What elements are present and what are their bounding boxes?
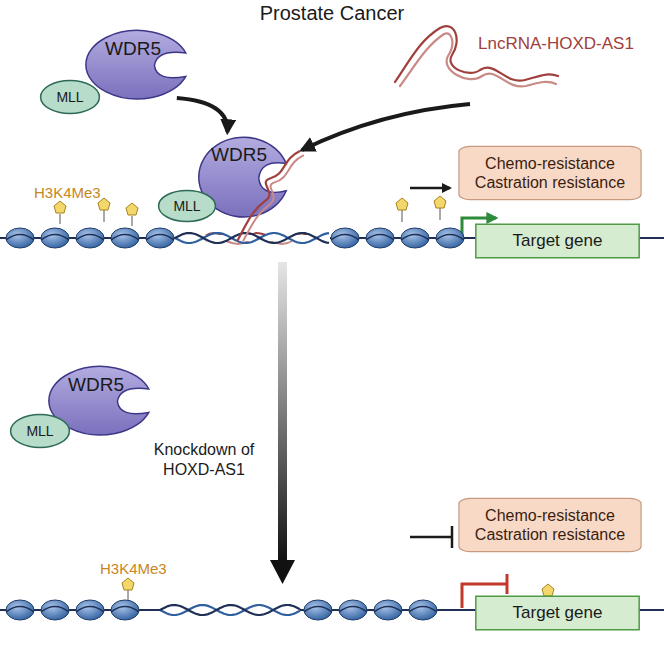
dna-wrap bbox=[436, 235, 464, 241]
dna-wrap bbox=[401, 235, 429, 241]
dna-wrap bbox=[41, 607, 69, 613]
nucleosome bbox=[6, 600, 34, 620]
dna-wrap bbox=[409, 607, 437, 613]
nucleosome bbox=[76, 228, 104, 248]
phenotype-box bbox=[459, 498, 641, 551]
dna-wrap bbox=[6, 235, 34, 241]
dna-wrap bbox=[366, 235, 394, 241]
phenotype-box: Chemo-resistance Castration resistance bbox=[458, 146, 642, 200]
helix-strand bbox=[160, 605, 300, 615]
diagram-title: Prostate Cancer bbox=[0, 2, 664, 25]
node-text: Chemo-resistance Castration resistance bbox=[466, 154, 634, 192]
wdr5-node: WDR5 bbox=[85, 26, 197, 98]
nucleosome bbox=[366, 228, 394, 248]
nucleosome bbox=[304, 600, 332, 620]
binding-arrow bbox=[177, 98, 228, 132]
nucleosome bbox=[111, 600, 139, 620]
inhibition-arrow bbox=[410, 526, 452, 548]
mll-node: MLL bbox=[10, 414, 70, 448]
nucleosome bbox=[409, 600, 437, 620]
step-label: Knockdown of HOXD-AS1 bbox=[140, 440, 268, 480]
lncrna-in-pocket bbox=[243, 155, 304, 241]
node-text: MLL bbox=[173, 198, 200, 215]
node-text: MLL bbox=[56, 89, 83, 106]
histone-mark-label: H3K4Me3 bbox=[100, 560, 167, 577]
node-text: Chemo-resistance Castration resistance bbox=[466, 506, 634, 544]
helix-strand bbox=[175, 233, 329, 243]
nucleosome bbox=[339, 600, 367, 620]
dna-wrap bbox=[6, 607, 34, 613]
mll-node: MLL bbox=[158, 190, 216, 222]
nucleosome bbox=[41, 228, 69, 248]
dna-wrap bbox=[41, 235, 69, 241]
gene-box bbox=[476, 224, 639, 258]
dna-wrap bbox=[76, 235, 104, 241]
node-text: Target gene bbox=[513, 603, 603, 623]
activation-arrow bbox=[410, 187, 450, 190]
dna-wrap bbox=[339, 607, 367, 613]
nucleosome bbox=[76, 600, 104, 620]
helix-strand bbox=[160, 605, 300, 615]
nucleosome bbox=[146, 228, 174, 248]
node-text: MLL bbox=[26, 423, 53, 440]
nucleosome bbox=[374, 600, 402, 620]
mll-protein bbox=[159, 190, 216, 221]
gene-box: Target gene bbox=[475, 596, 640, 630]
phenotype-box: Chemo-resistance Castration resistance bbox=[458, 498, 642, 552]
node-shape bbox=[458, 146, 642, 200]
mll-protein bbox=[11, 414, 70, 447]
dna-wrap bbox=[304, 607, 332, 613]
dna-wrap bbox=[374, 607, 402, 613]
dna-wrap bbox=[146, 235, 174, 241]
nucleosome bbox=[401, 228, 429, 248]
node-text: Target gene bbox=[513, 231, 603, 251]
nucleosome bbox=[436, 228, 464, 248]
phenotype-box bbox=[459, 146, 641, 199]
node-text: WDR5 bbox=[68, 374, 124, 397]
nucleosome bbox=[6, 228, 34, 248]
node-shape bbox=[85, 26, 197, 98]
knockdown-arrow bbox=[270, 262, 295, 584]
node-text: WDR5 bbox=[105, 38, 161, 61]
node-text: WDR5 bbox=[211, 144, 267, 167]
nucleosome bbox=[331, 228, 359, 248]
dna-wrap bbox=[76, 607, 104, 613]
mll-node: MLL bbox=[40, 80, 100, 114]
binding-arrow bbox=[302, 104, 470, 150]
histone-mark-label: H3K4Me3 bbox=[34, 184, 101, 201]
wdr5-protein bbox=[86, 30, 186, 98]
gene-box: Target gene bbox=[475, 224, 640, 258]
molecule-label: LncRNA-HOXD-AS1 bbox=[478, 34, 634, 54]
dna-wrap bbox=[111, 235, 139, 241]
nucleosome bbox=[111, 228, 139, 248]
helix-strand bbox=[175, 233, 329, 243]
nucleosome bbox=[41, 600, 69, 620]
dna-wrap bbox=[111, 607, 139, 613]
node-shape bbox=[458, 498, 642, 552]
mll-protein bbox=[41, 80, 100, 113]
dna-wrap bbox=[331, 235, 359, 241]
gene-box bbox=[476, 596, 639, 630]
